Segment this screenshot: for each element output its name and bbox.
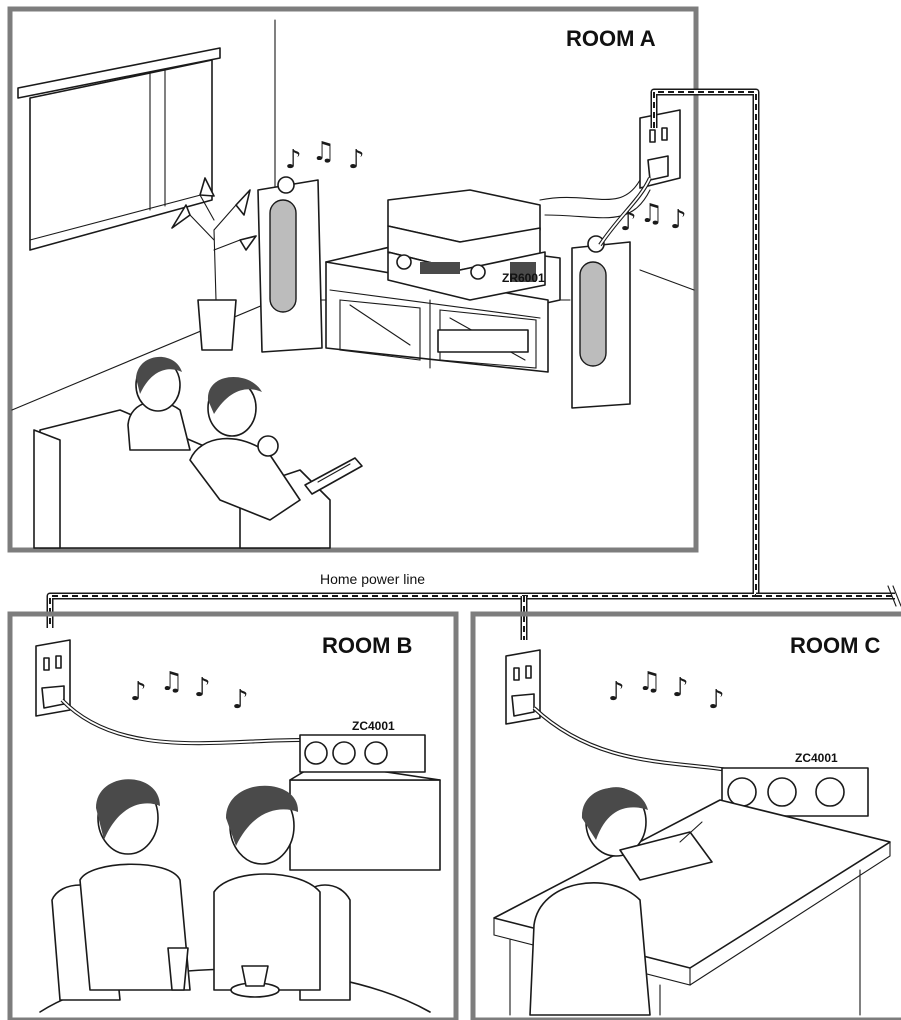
room-a: ZR6001 ♪ ♫ ♪ ♪ ♫ ♪	[10, 9, 696, 550]
svg-text:♪: ♪	[285, 145, 302, 175]
room-c: ♪ ♫ ♪ ♪ ZC4001 ROOM C	[473, 614, 901, 1020]
svg-text:♪: ♪	[130, 677, 147, 707]
svg-text:♪: ♪	[194, 673, 211, 703]
svg-text:♪: ♪	[672, 673, 689, 703]
window	[18, 48, 220, 250]
svg-text:♪: ♪	[608, 677, 625, 707]
svg-text:♪: ♪	[670, 205, 687, 235]
room-b: ♪ ♫ ♪ ♪ ZC4001 ROOM B	[10, 614, 456, 1020]
speaker-right	[572, 236, 630, 408]
room-a-title: ROOM A	[566, 26, 656, 51]
desk-with-student	[494, 788, 890, 1015]
power-outlet-room-c	[506, 650, 740, 772]
sofa-with-couple	[34, 357, 330, 548]
svg-text:♫: ♫	[160, 667, 183, 697]
speaker-left	[258, 177, 322, 352]
power-line-label: Home power line	[320, 571, 425, 587]
svg-text:♪: ♪	[232, 685, 249, 715]
svg-text:♪: ♪	[708, 685, 725, 715]
music-note-icon: ♪ ♫ ♪ ♪	[130, 667, 249, 715]
room-c-device-model: ZC4001	[795, 751, 838, 765]
remote-control-icon	[305, 458, 362, 494]
svg-text:♪: ♪	[620, 207, 637, 237]
room-a-device-model: ZR6001	[502, 271, 545, 285]
music-note-icon: ♪ ♫ ♪ ♪	[608, 667, 725, 715]
svg-text:♫: ♫	[638, 667, 661, 697]
svg-text:♫: ♫	[312, 137, 335, 167]
svg-text:♪: ♪	[348, 145, 365, 175]
room-b-title: ROOM B	[322, 633, 412, 658]
room-c-title: ROOM C	[790, 633, 881, 658]
room-b-device-model: ZC4001	[352, 719, 395, 733]
svg-text:♫: ♫	[640, 199, 663, 229]
radio-unit-room-b: ZC4001	[290, 719, 440, 870]
